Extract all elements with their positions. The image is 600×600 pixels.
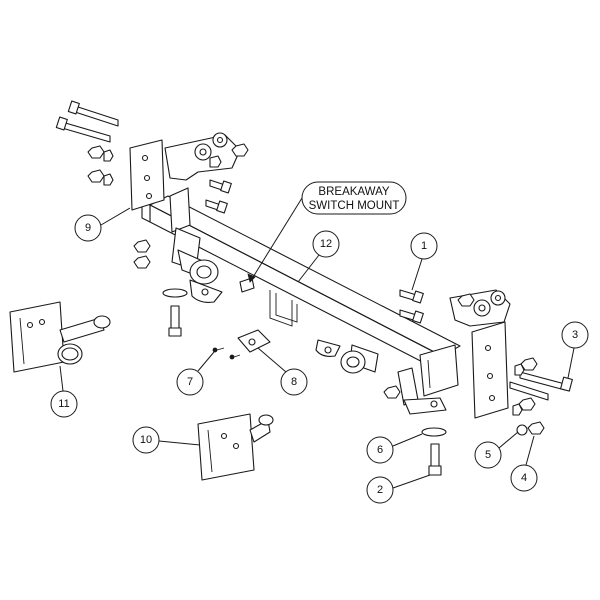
part-label-2: 2 [366,474,431,504]
part-label-5: 5 [474,431,519,469]
part-number-12: 12 [320,238,332,250]
part-label-11: 11 [50,365,78,418]
part-10-bracket [197,413,274,481]
right-side-plate-assembly [383,289,573,476]
part-label-7: 7 [176,351,215,396]
part-number-10: 10 [140,434,152,446]
part-number-5: 5 [485,449,491,461]
part-number-4: 4 [521,472,527,484]
part-number-2: 2 [377,484,383,496]
breakaway-switch-mount-callout: BREAKAWAY SWITCH MOUNT [247,181,407,283]
part-label-6: 6 [366,433,423,464]
part-7-screws [212,347,241,360]
left-side-plate-assembly [55,100,249,337]
part-label-3: 3 [561,321,589,379]
part-label-8: 8 [257,347,308,396]
part-label-4: 4 [510,435,538,492]
part-number-1: 1 [421,240,427,252]
part-number-6: 6 [377,444,383,456]
part-label-12: 12 [297,230,340,283]
crossbar [141,187,461,415]
part-number-8: 8 [291,376,297,388]
part-label-9: 9 [74,207,131,242]
breakaway-bracket [237,290,298,353]
part-11-bracket [9,301,111,373]
part-label-10: 10 [132,426,201,454]
part-number-7: 7 [187,376,193,388]
part-number-3: 3 [572,329,578,341]
callout-line-2: SWITCH MOUNT [309,200,400,212]
part-number-11: 11 [58,398,69,410]
part-label-1: 1 [410,232,438,291]
part-number-9: 9 [85,222,91,234]
callout-line-1: BREAKAWAY [318,186,389,198]
